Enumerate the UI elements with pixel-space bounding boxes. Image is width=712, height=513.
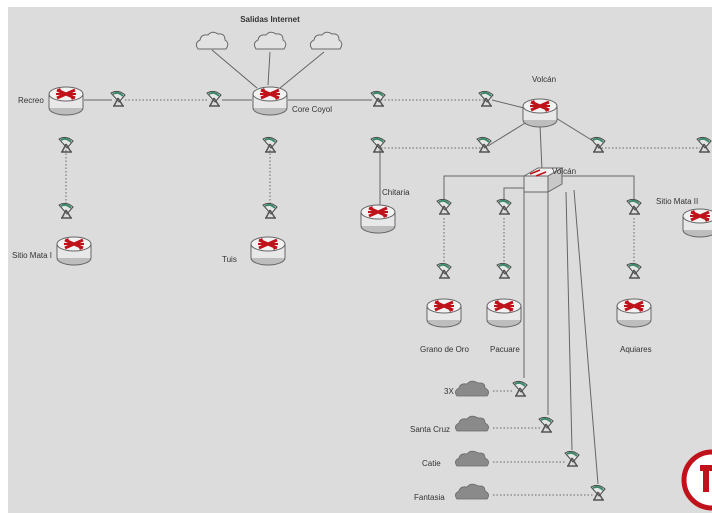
router-icon-pacuare <box>485 297 523 329</box>
label-catie: Catie <box>422 459 441 468</box>
solid-links <box>84 49 635 485</box>
label-volcan-switch: Volcán <box>552 167 576 176</box>
label-santa-cruz: Santa Cruz <box>410 425 450 434</box>
router-icon-sitio-mata-right <box>681 207 712 239</box>
diagram-background <box>8 7 712 513</box>
router-icon-chitaria <box>359 203 397 235</box>
router-icon-volcan <box>521 97 559 129</box>
label-tuis: Tuis <box>222 255 237 264</box>
label-grano-de-oro: Grano de Oro <box>420 345 469 354</box>
label-aquiares: Aquiares <box>620 345 652 354</box>
logo-partial-icon <box>681 449 712 511</box>
router-icon-aquiares <box>615 297 653 329</box>
label-3x: 3X <box>444 387 454 396</box>
router-icon-grano-de-oro <box>425 297 463 329</box>
router-icon-core-coyol <box>251 85 289 117</box>
label-sitio-mata-left: Sitio Mata I <box>12 251 52 260</box>
label-recreo: Recreo <box>18 96 44 105</box>
label-volcan-router: Volcán <box>532 75 556 84</box>
router-icon-recreo <box>47 85 85 117</box>
label-chitaria: Chitaria <box>382 188 410 197</box>
router-icon-tuis <box>249 235 287 267</box>
switch-icon-volcan <box>522 167 564 193</box>
label-sitio-mata-right: Sitio Mata II <box>656 197 698 206</box>
dotted-links <box>65 99 700 496</box>
label-pacuare: Pacuare <box>490 345 520 354</box>
label-fantasia: Fantasia <box>414 493 445 502</box>
router-icon-sitio-mata-left <box>55 235 93 267</box>
internet-title: Salidas Internet <box>240 15 300 24</box>
label-core-coyol: Core Coyol <box>292 105 332 114</box>
